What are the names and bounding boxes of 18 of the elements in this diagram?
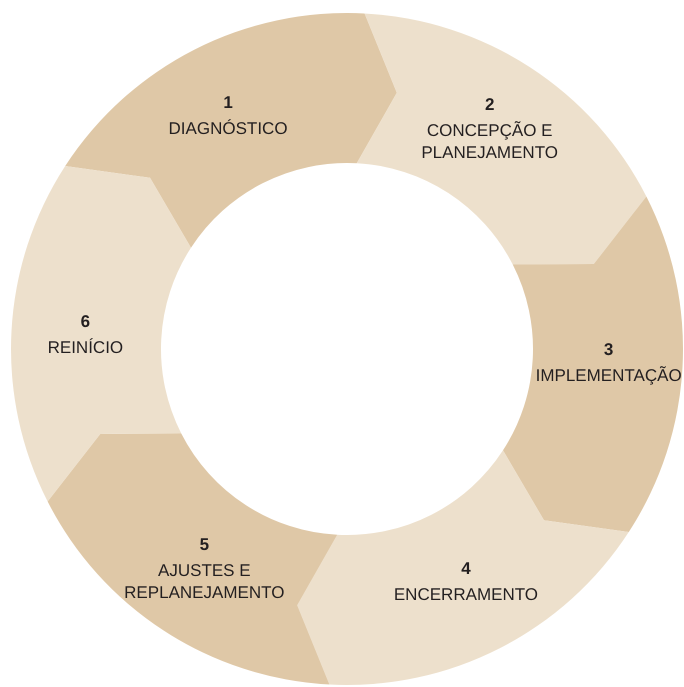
step-number: 4: [461, 558, 471, 580]
step-number: 2: [484, 94, 494, 116]
step-label: IMPLEMENTAÇÃO: [536, 364, 682, 387]
step-number: 5: [200, 534, 210, 556]
ring-segment: [11, 166, 192, 502]
step-label: DIAGNÓSTICO: [168, 118, 288, 140]
ring-segment: [356, 13, 647, 265]
step-number: 3: [604, 338, 614, 361]
step-label: REINÍCIO: [48, 337, 124, 360]
step-label: ENCERRAMENTO: [394, 584, 538, 606]
step-number: 1: [223, 92, 233, 114]
ring-segment: [47, 433, 338, 685]
step-number: 6: [80, 311, 90, 334]
ring-segment: [297, 450, 629, 685]
ring-segment: [65, 13, 397, 248]
step-label: AJUSTES E REPLANEJAMENTO: [123, 560, 286, 604]
ring-segment: [502, 196, 683, 532]
step-label: CONCEPÇÃO E PLANEJAMENTO: [420, 120, 560, 164]
